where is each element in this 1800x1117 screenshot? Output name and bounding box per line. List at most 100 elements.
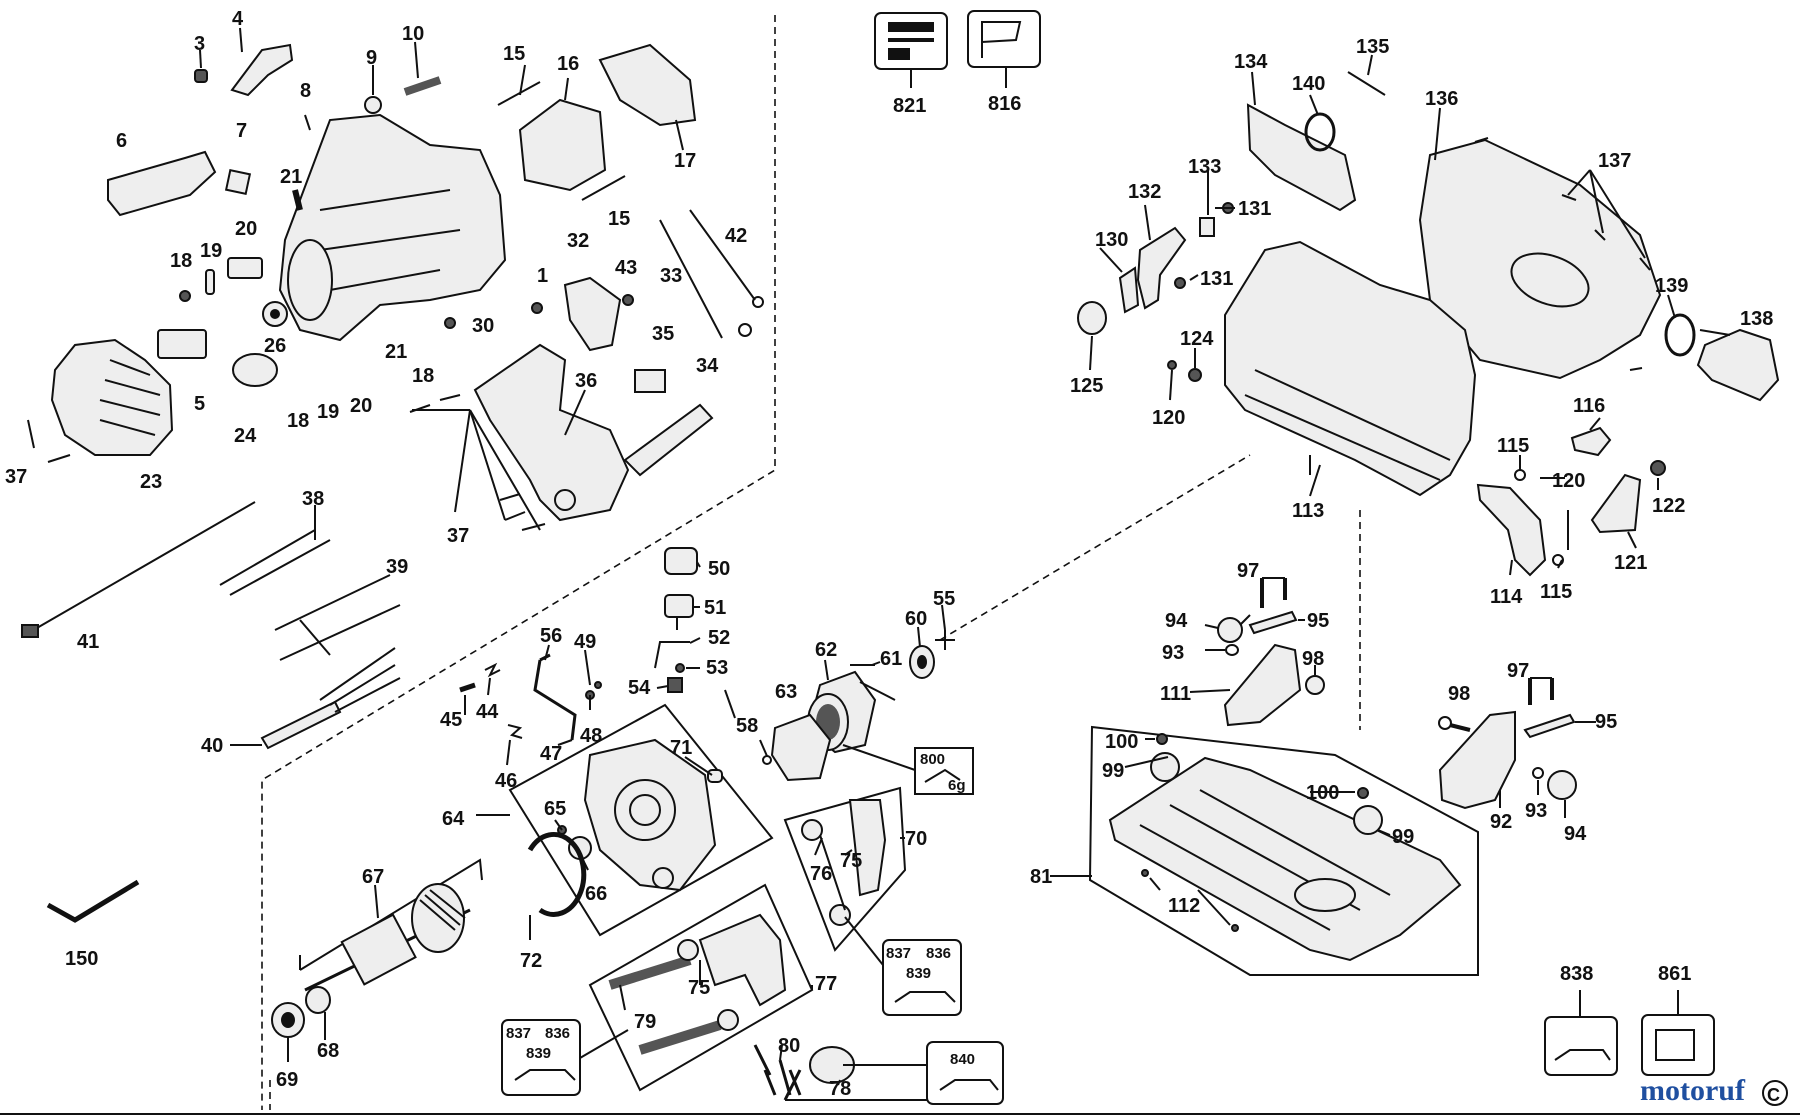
part-46-spring: [507, 724, 523, 739]
label-71: 71: [670, 737, 692, 759]
part-115-washer: [1514, 469, 1526, 481]
label-20a: 20: [235, 218, 257, 240]
label-94a: 94: [1165, 610, 1188, 632]
motor-housing-group: [27, 43, 764, 531]
label-kit-b-837: 837: [886, 945, 911, 962]
label-136: 136: [1425, 88, 1458, 110]
label-80: 80: [778, 1035, 800, 1057]
label-67: 67: [362, 866, 384, 888]
label-63: 63: [775, 681, 797, 703]
label-16: 16: [557, 53, 579, 75]
part-72-circlip: [527, 831, 587, 917]
part-38-wires: [219, 505, 331, 596]
label-kit-a-836: 836: [545, 1025, 570, 1042]
leader-lines-right: [1050, 54, 1731, 926]
part-8-motor-housing: [278, 113, 507, 342]
label-15b: 15: [608, 208, 630, 230]
label-137: 137: [1598, 150, 1631, 172]
label-100a: 100: [1105, 731, 1138, 753]
label-kit-b-839: 839: [906, 965, 931, 982]
label-46: 46: [495, 770, 517, 792]
label-121: 121: [1614, 552, 1647, 574]
part-32-switch-module: [563, 276, 622, 352]
part-132-clamp: [1136, 226, 1187, 310]
label-131b: 131: [1200, 268, 1233, 290]
label-48: 48: [580, 725, 602, 747]
label-6: 6: [116, 130, 127, 152]
part-33-rod: [659, 219, 723, 339]
label-26: 26: [264, 335, 286, 357]
label-100b: 100: [1306, 782, 1339, 804]
copyright-icon: [1762, 1080, 1788, 1106]
part-5-switch: [157, 329, 207, 359]
label-134: 134: [1234, 51, 1268, 73]
part-63-gasket: [770, 713, 832, 782]
part-122-screw: [1650, 460, 1666, 476]
label-816: 816: [988, 93, 1021, 115]
label-81: 81: [1030, 866, 1052, 888]
label-130: 130: [1095, 229, 1128, 251]
part-21-pin: [292, 189, 303, 211]
part-71-pin: [707, 769, 723, 783]
label-120a: 120: [1152, 407, 1185, 429]
part-35-terminal: [634, 369, 666, 393]
part-40-wire-harness: [260, 700, 342, 750]
label-78: 78: [829, 1078, 851, 1100]
label-112: 112: [1168, 895, 1200, 917]
part-55-spindle: [935, 630, 955, 650]
label-kit-a-839: 839: [526, 1045, 551, 1062]
label-35: 35: [652, 323, 674, 345]
label-138: 138: [1740, 308, 1773, 330]
part-98-pin-b: [1438, 716, 1452, 730]
label-69: 69: [276, 1069, 298, 1091]
label-64: 64: [442, 808, 465, 830]
label-kit-840: 840: [950, 1051, 975, 1068]
leader-lines-middle: [464, 561, 946, 1086]
label-52: 52: [708, 627, 730, 649]
part-100-screw-b: [1357, 787, 1369, 799]
label-93b: 93: [1525, 800, 1547, 822]
label-33: 33: [660, 265, 682, 287]
label-76: 76: [810, 863, 832, 885]
part-137-screws: [1474, 137, 1651, 371]
label-821: 821: [893, 95, 926, 117]
part-36-handle-housing: [473, 343, 630, 522]
label-32: 32: [567, 230, 589, 252]
label-70: 70: [905, 828, 927, 850]
label-114: 114: [1490, 586, 1523, 608]
part-94-knob: [1217, 617, 1243, 643]
part-121-plate: [1590, 473, 1642, 534]
label-97a: 97: [1237, 560, 1259, 582]
part-70-plate: [848, 799, 887, 897]
part-15-pin-b: [581, 175, 626, 201]
part-45-pin: [459, 682, 476, 693]
label-838: 838: [1560, 963, 1593, 985]
lever-plates-group: [588, 786, 907, 1101]
label-19b: 19: [317, 401, 339, 423]
box-816-flag: [967, 10, 1041, 68]
label-37b: 37: [447, 525, 469, 547]
part-125-knob: [1077, 301, 1107, 335]
label-54: 54: [628, 677, 651, 699]
label-132: 132: [1128, 181, 1161, 203]
label-139: 139: [1655, 275, 1688, 297]
part-labels: 3 4 6 7 8 9 10 15 16 17 15 21 20 18 19 3…: [5, 8, 1773, 1100]
part-10-pin: [403, 76, 442, 96]
watermark-text: motoruf: [1640, 1074, 1746, 1107]
part-130-clamp-lever: [1118, 266, 1140, 314]
right-kit-boxes: [1544, 990, 1715, 1076]
copyright-symbol: C: [1767, 1085, 1780, 1105]
part-39-wires: [274, 574, 401, 661]
part-56-47-lever: [533, 653, 577, 741]
part-81-base-plate: [1108, 756, 1462, 962]
part-30-screw: [444, 317, 456, 329]
part-120-screw: [1167, 360, 1177, 370]
label-113: 113: [1292, 500, 1324, 522]
part-95-clamp: [1248, 610, 1298, 635]
part-16-stator: [518, 98, 607, 192]
part-37-screws: [27, 394, 546, 531]
label-62: 62: [815, 639, 837, 661]
part-138-dust-port: [1696, 328, 1780, 402]
part-124-screw: [1188, 368, 1202, 382]
